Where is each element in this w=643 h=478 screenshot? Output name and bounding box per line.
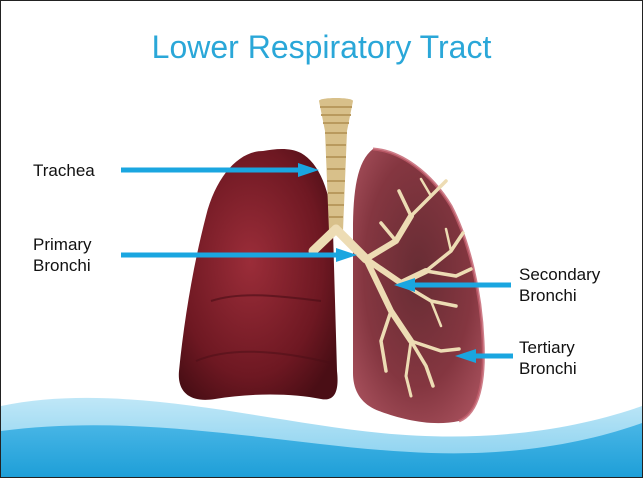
left-lung: [179, 149, 338, 400]
label-tertiary-bronchi: Tertiary Bronchi: [519, 337, 577, 379]
label-primary-bronchi: Primary Bronchi: [33, 234, 92, 276]
label-secondary-bronchi: Secondary Bronchi: [519, 264, 600, 306]
label-trachea: Trachea: [33, 160, 95, 181]
